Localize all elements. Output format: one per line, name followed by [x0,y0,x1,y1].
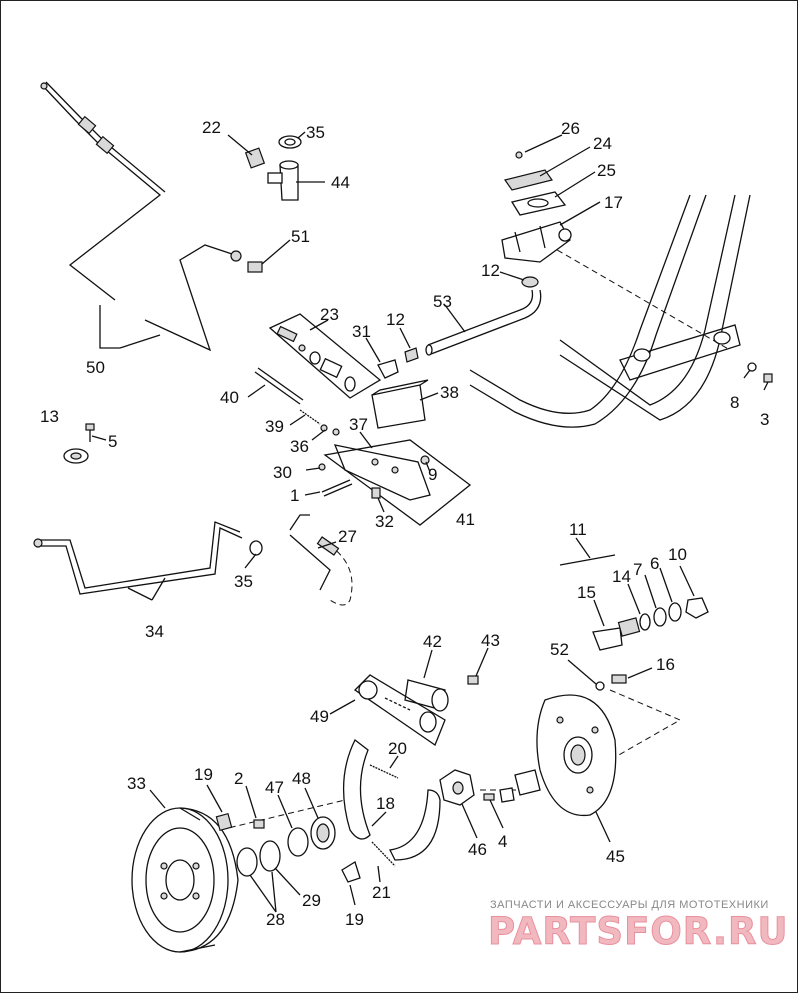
part-52 [595,681,605,691]
callout-label: 1 [290,486,299,505]
pipe-53 [425,289,542,356]
cable-34 [33,521,263,595]
callout-label: 46 [468,840,487,859]
dashed-leaders [219,239,731,831]
callout-label: 38 [440,383,459,402]
nut-46-bolt-4 [439,769,541,806]
cable-50 [40,81,242,352]
watermark-caption: ЗАПЧАСТИ И АКСЕССУАРЫ ДЛЯ МОТОТЕХНИКИ [490,899,769,911]
callout-label: 34 [145,622,164,641]
callout-label: 15 [577,583,596,602]
callout-label: 5 [108,432,117,451]
callout-label: 12 [481,261,500,280]
callout-label: 43 [481,631,500,650]
clamp-13 [63,423,95,464]
callout-label: 41 [456,510,475,529]
callout-label: 32 [375,512,394,531]
group-23 [268,313,382,399]
callout-label: 24 [593,134,612,153]
part-8 [747,362,757,372]
fittings-31-12 [377,347,419,379]
callout-label: 18 [376,794,395,813]
part-51 [247,261,263,273]
callout-label: 28 [266,910,285,929]
cable-27 [289,514,340,591]
callout-label: 26 [561,119,580,138]
callout-label: 30 [273,463,292,482]
callout-label: 2 [234,769,243,788]
callout-label: 27 [338,527,357,546]
callout-label: 25 [597,161,616,180]
callout-label: 47 [265,778,284,797]
small-hardware [254,367,430,499]
backing-plate-45 [536,694,617,817]
callout-label: 39 [265,417,284,436]
callout-label: 19 [194,765,213,784]
part-16 [611,674,627,684]
callout-label: 21 [372,883,391,902]
callout-label: 12 [386,310,405,329]
callout-label: 13 [40,407,59,426]
leader-lines [91,131,769,913]
cam-lever-assembly [592,597,709,651]
bearing-parts [215,812,361,883]
callout-label: 10 [668,545,687,564]
callout-label: 23 [320,305,339,324]
callout-label: 53 [433,292,452,311]
callout-label: 37 [349,415,368,434]
brake-shoes [342,739,441,867]
callout-label: 33 [127,774,146,793]
callout-label: 11 [569,520,587,539]
callout-labels: 22 35 44 26 24 25 17 51 12 53 50 23 31 1… [40,118,769,929]
watermark-logo: PARTSFOR.RU [488,910,789,954]
callout-label: 29 [302,891,321,910]
frame-tubes [469,194,751,428]
callout-label: 45 [606,847,625,866]
callout-label: 31 [352,322,371,341]
callout-label: 16 [656,655,675,674]
callout-label: 22 [202,118,221,137]
callout-label: 4 [498,832,507,851]
callout-label: 9 [428,465,437,484]
callout-label: 36 [290,437,309,456]
callout-label: 49 [310,707,329,726]
callout-label: 35 [306,123,325,142]
wheel-cylinder [353,674,479,746]
callout-label: 8 [730,393,739,412]
callout-label: 14 [612,567,631,586]
callout-label: 6 [650,554,659,573]
callout-label: 20 [388,739,407,758]
callout-label: 51 [291,227,310,246]
bracket-assembly [323,379,472,526]
callout-label: 17 [604,193,623,212]
fittings-22-35-44 [244,135,302,201]
rod-11 [559,554,616,566]
callout-label: 19 [345,910,364,929]
callout-label: 7 [633,560,642,579]
callout-label: 42 [423,632,442,651]
brake-drum-33 [131,807,239,953]
callout-label: 50 [86,358,105,377]
callout-label: 44 [331,173,350,192]
master-cylinder [501,151,572,288]
callout-label: 35 [234,572,253,591]
part-3 [763,373,773,383]
callout-label: 40 [220,388,239,407]
callout-label: 3 [760,410,769,429]
callout-label: 48 [292,769,311,788]
callout-label: 52 [550,640,569,659]
